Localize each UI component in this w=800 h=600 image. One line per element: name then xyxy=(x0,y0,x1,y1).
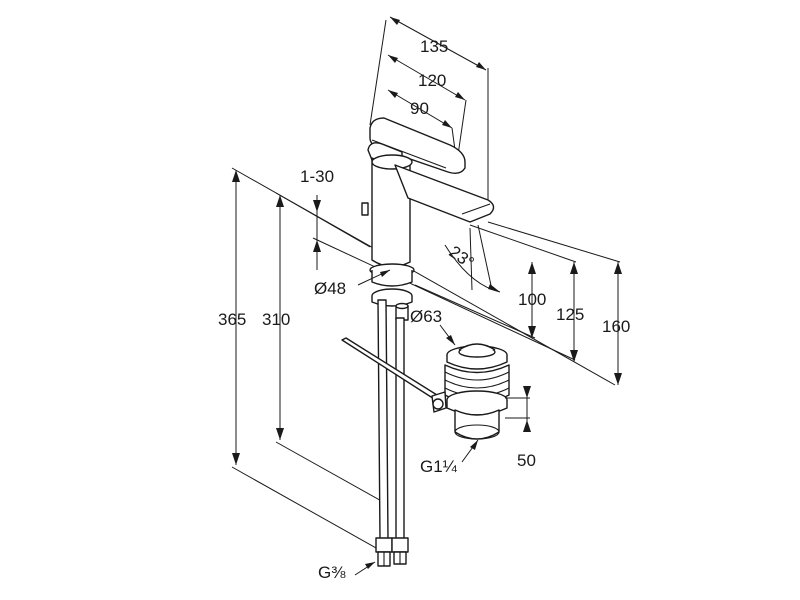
dimension-120-label: 120 xyxy=(418,71,446,90)
angle-indicator xyxy=(444,224,501,293)
dimension-135-label: 135 xyxy=(420,37,448,56)
angle-23-label: 23° xyxy=(446,242,478,272)
supply-thread-label: G⅜ xyxy=(318,563,346,582)
dimension-90-label: 90 xyxy=(410,99,429,118)
dimension-1-30-label: 1-30 xyxy=(300,167,334,186)
dimension-365-label: 365 xyxy=(218,310,246,329)
dimension-50-lines xyxy=(505,386,531,432)
top-dimension-lines xyxy=(369,16,489,205)
waste-drain xyxy=(431,343,510,440)
dimension-160-label: 160 xyxy=(602,317,630,336)
dimension-310-label: 310 xyxy=(262,310,290,329)
left-dimension-lines xyxy=(231,167,616,554)
popup-rod xyxy=(341,337,446,405)
right-dimension-lines xyxy=(414,221,622,385)
dia63-label: Ø63 xyxy=(410,307,442,326)
dimension-100-label: 100 xyxy=(518,290,546,309)
dia48-label: Ø48 xyxy=(314,279,346,298)
waste-thread-label: G1¼ xyxy=(420,457,458,476)
dimension-50-label: 50 xyxy=(517,451,536,470)
supply-hoses xyxy=(375,299,409,567)
dimension-125-label: 125 xyxy=(556,305,584,324)
faucet-body xyxy=(361,117,495,287)
